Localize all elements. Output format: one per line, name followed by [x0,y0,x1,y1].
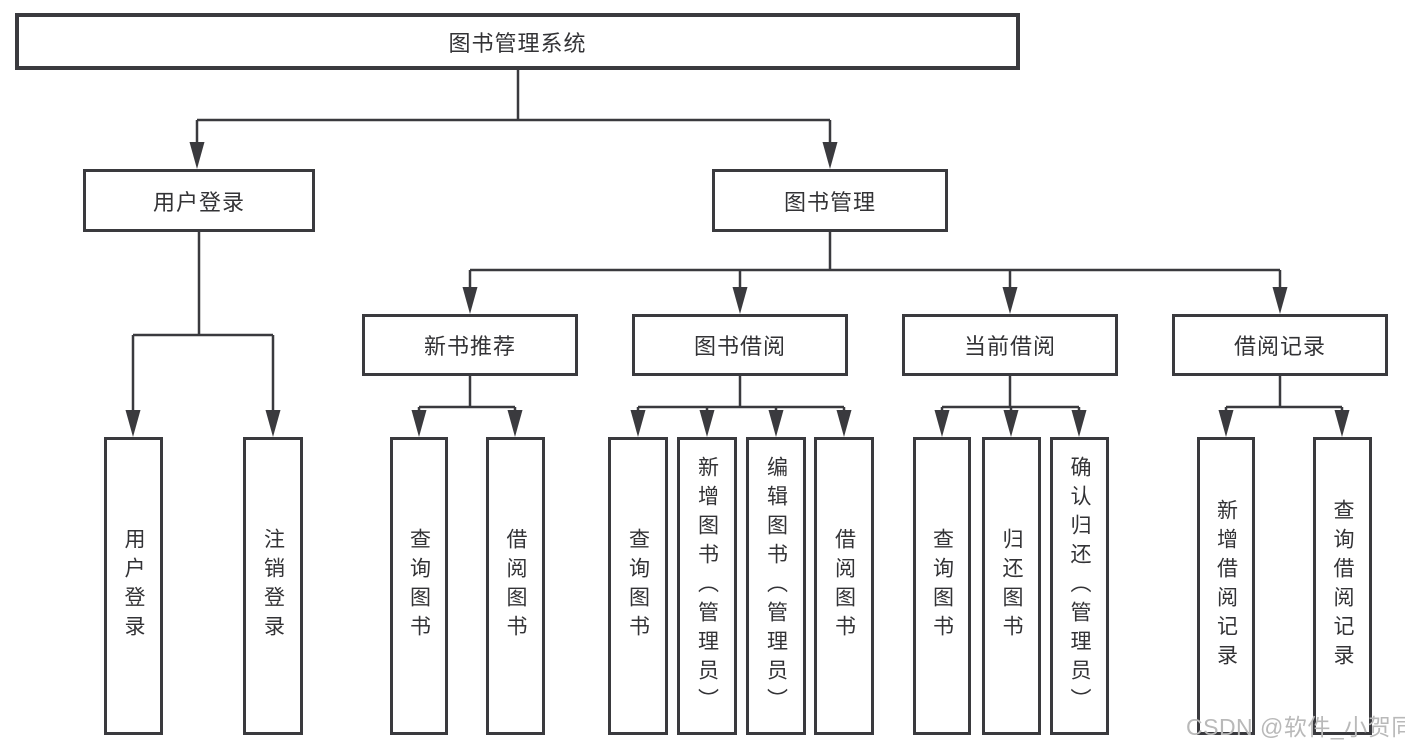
node-leaf-br-query-record: 查询借阅记录 [1313,437,1372,735]
node-book-borrowing: 图书借阅 [632,314,848,376]
node-label: 当前借阅 [963,334,1056,359]
node-label: 确认归还（管理员） [1068,455,1091,717]
node-label: 用户登录 [122,528,145,644]
node-label: 查询图书 [407,528,431,644]
node-label: 新增借阅记录 [1214,499,1238,673]
node-label: 查询图书 [930,528,954,644]
node-root: 图书管理系统 [15,13,1020,70]
node-label: 新增图书（管理员） [695,455,719,717]
node-leaf-nbr-query-books: 查询图书 [390,437,448,735]
node-leaf-bb-query-books: 查询图书 [608,437,668,735]
node-label: 新书推荐 [423,334,516,359]
node-label: 注销登录 [261,528,285,644]
node-leaf-bb-borrow-books: 借阅图书 [814,437,874,735]
node-label: 借阅图书 [504,528,527,644]
node-leaf-logout: 注销登录 [243,437,303,735]
node-label: 借阅图书 [832,528,856,644]
node-leaf-user-login: 用户登录 [104,437,163,735]
csdn-watermark: CSDN @软件_小贺同学 [1186,714,1405,740]
node-leaf-bb-edit-books-admin: 编辑图书（管理员） [746,437,806,735]
node-book-management: 图书管理 [712,169,948,232]
node-label: 图书管理系统 [448,30,587,56]
node-leaf-bb-add-books-admin: 新增图书（管理员） [677,437,737,735]
node-leaf-nbr-borrow-books: 借阅图书 [486,437,545,735]
node-label: 查询图书 [626,528,650,644]
node-borrowing-records: 借阅记录 [1172,314,1388,376]
node-new-book-recommend: 新书推荐 [362,314,578,376]
node-leaf-cb-return-books: 归还图书 [982,437,1041,735]
node-label: 归还图书 [1000,528,1023,644]
node-label: 编辑图书（管理员） [764,455,788,717]
node-label: 借阅记录 [1233,334,1326,359]
node-label: 用户登录 [152,189,245,215]
node-current-borrowing: 当前借阅 [902,314,1118,376]
node-leaf-cb-confirm-return-admin: 确认归还（管理员） [1050,437,1109,735]
node-leaf-br-add-record: 新增借阅记录 [1197,437,1255,735]
node-user-login-group: 用户登录 [83,169,315,232]
node-label: 查询借阅记录 [1331,499,1354,673]
node-label: 图书管理 [783,189,876,215]
node-leaf-cb-query-books: 查询图书 [913,437,971,735]
node-label: 图书借阅 [693,334,786,359]
